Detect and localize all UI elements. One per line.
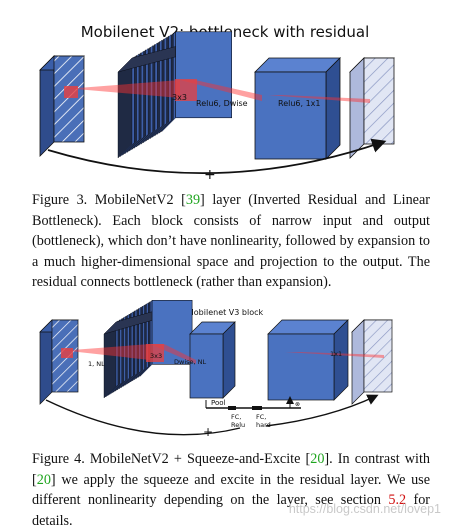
section-link-5-2[interactable]: 5.2 [388, 492, 407, 508]
caption-text: ]. In contrast with [ [32, 451, 430, 488]
op-label-1-nl: 1, NL [88, 360, 105, 368]
stack-front-face [175, 31, 232, 119]
v3-squeeze-excite-tensor-block [267, 319, 349, 401]
watermark: https://blog.csdn.net/lovep1 [288, 502, 441, 516]
caption-text: for details. [32, 492, 431, 529]
op-label-3x3: 3x3 [150, 352, 162, 360]
kernel-patch-1 [64, 86, 78, 98]
input-tensor-block [39, 55, 85, 157]
figure-4-diagram: Mobilenet V3 block 1, NL 3x3 Dwise, NL 1… [39, 300, 393, 439]
se-label-relu: Relu [231, 421, 245, 429]
caption-text: Figure 4. MobileNetV2 + Squeeze-and-Exci… [32, 451, 311, 467]
depthwise-tensor-block [254, 57, 341, 160]
v3-input-tensor-block [39, 319, 79, 405]
op-label-1x1: 1x1 [330, 350, 342, 358]
kernel-patch-2 [175, 79, 197, 101]
figure-4-title: Mobilenet V3 block [187, 308, 264, 317]
v3-residual-arrow [45, 399, 241, 436]
v3-expansion-tensor-stack [103, 300, 193, 399]
expansion-tensor-stack [117, 31, 233, 159]
citation-link-20[interactable]: 20 [310, 451, 325, 467]
caption-text: Figure 3. MobileNetV2 [ [32, 192, 186, 208]
caption-text: ] we apply the squeeze and excite in the… [32, 471, 430, 509]
figure-3-diagram: Mobilenet V2: bottleneck with residual 3… [39, 23, 395, 183]
v3-residual-plus-symbol: + [203, 425, 213, 439]
squeeze-excite-path: ⊗ [205, 396, 301, 410]
op-label-dwise-nl: Dwise, NL [174, 358, 207, 366]
tensor-slice [117, 57, 133, 159]
v3-kernel-patch-2 [146, 344, 164, 362]
conv-projection-bands [64, 80, 370, 103]
residual-plus-symbol: + [204, 167, 216, 183]
v3-depthwise-tensor-block [189, 321, 236, 399]
se-label-fc-1: FC, [231, 413, 241, 421]
se-multiply-symbol: ⊗ [295, 401, 300, 408]
v3-kernel-patch-1 [61, 348, 73, 358]
figure-4-caption: Figure 4. MobileNetV2 + Squeeze-and-Exci… [32, 449, 430, 531]
v3-residual-arrow-tail [265, 394, 379, 427]
op-label-relu6-1x1: Relu6, 1x1 [278, 99, 321, 108]
citation-link-39[interactable]: 39 [185, 192, 201, 208]
op-label-3x3: 3x3 [172, 93, 187, 102]
output-tensor-block [349, 57, 395, 159]
citation-link-20[interactable]: 20 [36, 471, 51, 488]
caption-text: ] layer (Inverted Residual and Linear Bo… [32, 192, 430, 290]
se-label-hard: hard- [256, 421, 274, 429]
op-label-relu6-dwise: Relu6, Dwise [196, 99, 248, 108]
figure-3-caption: Figure 3. MobileNetV2 [39] layer (Invert… [32, 190, 430, 293]
se-label-pool: Pool [211, 399, 226, 407]
v3-output-tensor-block [351, 319, 393, 405]
residual-arrow [47, 138, 387, 175]
se-label-fc-2: FC, [256, 413, 266, 421]
